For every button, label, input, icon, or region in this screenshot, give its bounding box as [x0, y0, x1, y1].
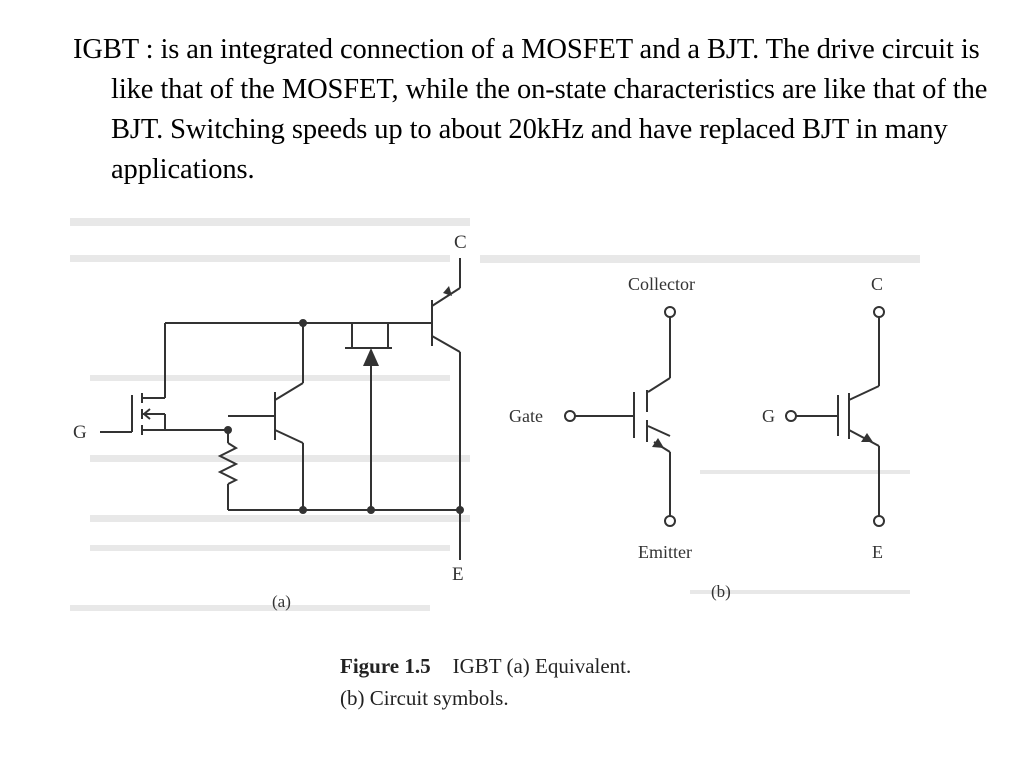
caption-line-2: (b) Circuit symbols.: [340, 686, 509, 710]
igbt-symbol-2: [785, 306, 885, 527]
equiv-emitter-label: E: [452, 564, 464, 585]
symbol-g-letter: G: [762, 406, 775, 426]
equivalent-circuit: [100, 258, 464, 560]
symbol-gate-word: Gate: [509, 406, 543, 426]
caption-figure-number: Figure 1.5: [340, 654, 431, 678]
caption-title: IGBT (a) Equivalent.: [452, 654, 632, 678]
symbol-collector-word: Collector: [628, 274, 695, 294]
igbt-symbol-1: [564, 306, 676, 527]
equiv-panel-label: (a): [272, 592, 291, 611]
figure-caption: Figure 1.5 IGBT (a) Equivalent. (b) Circu…: [340, 650, 631, 714]
symbol-e-letter: E: [872, 542, 883, 562]
scan-texture: [70, 218, 920, 611]
symbols-panel-label: (b): [711, 582, 731, 601]
symbol-emitter-word: Emitter: [638, 542, 692, 562]
slide-body-text: IGBT : is an integrated connection of a …: [73, 34, 988, 185]
equiv-gate-label: G: [73, 422, 87, 443]
equiv-collector-label: C: [454, 232, 467, 253]
symbol-c-letter: C: [871, 274, 883, 294]
caption-line-1: Figure 1.5 IGBT (a) Equivalent.: [340, 650, 631, 682]
